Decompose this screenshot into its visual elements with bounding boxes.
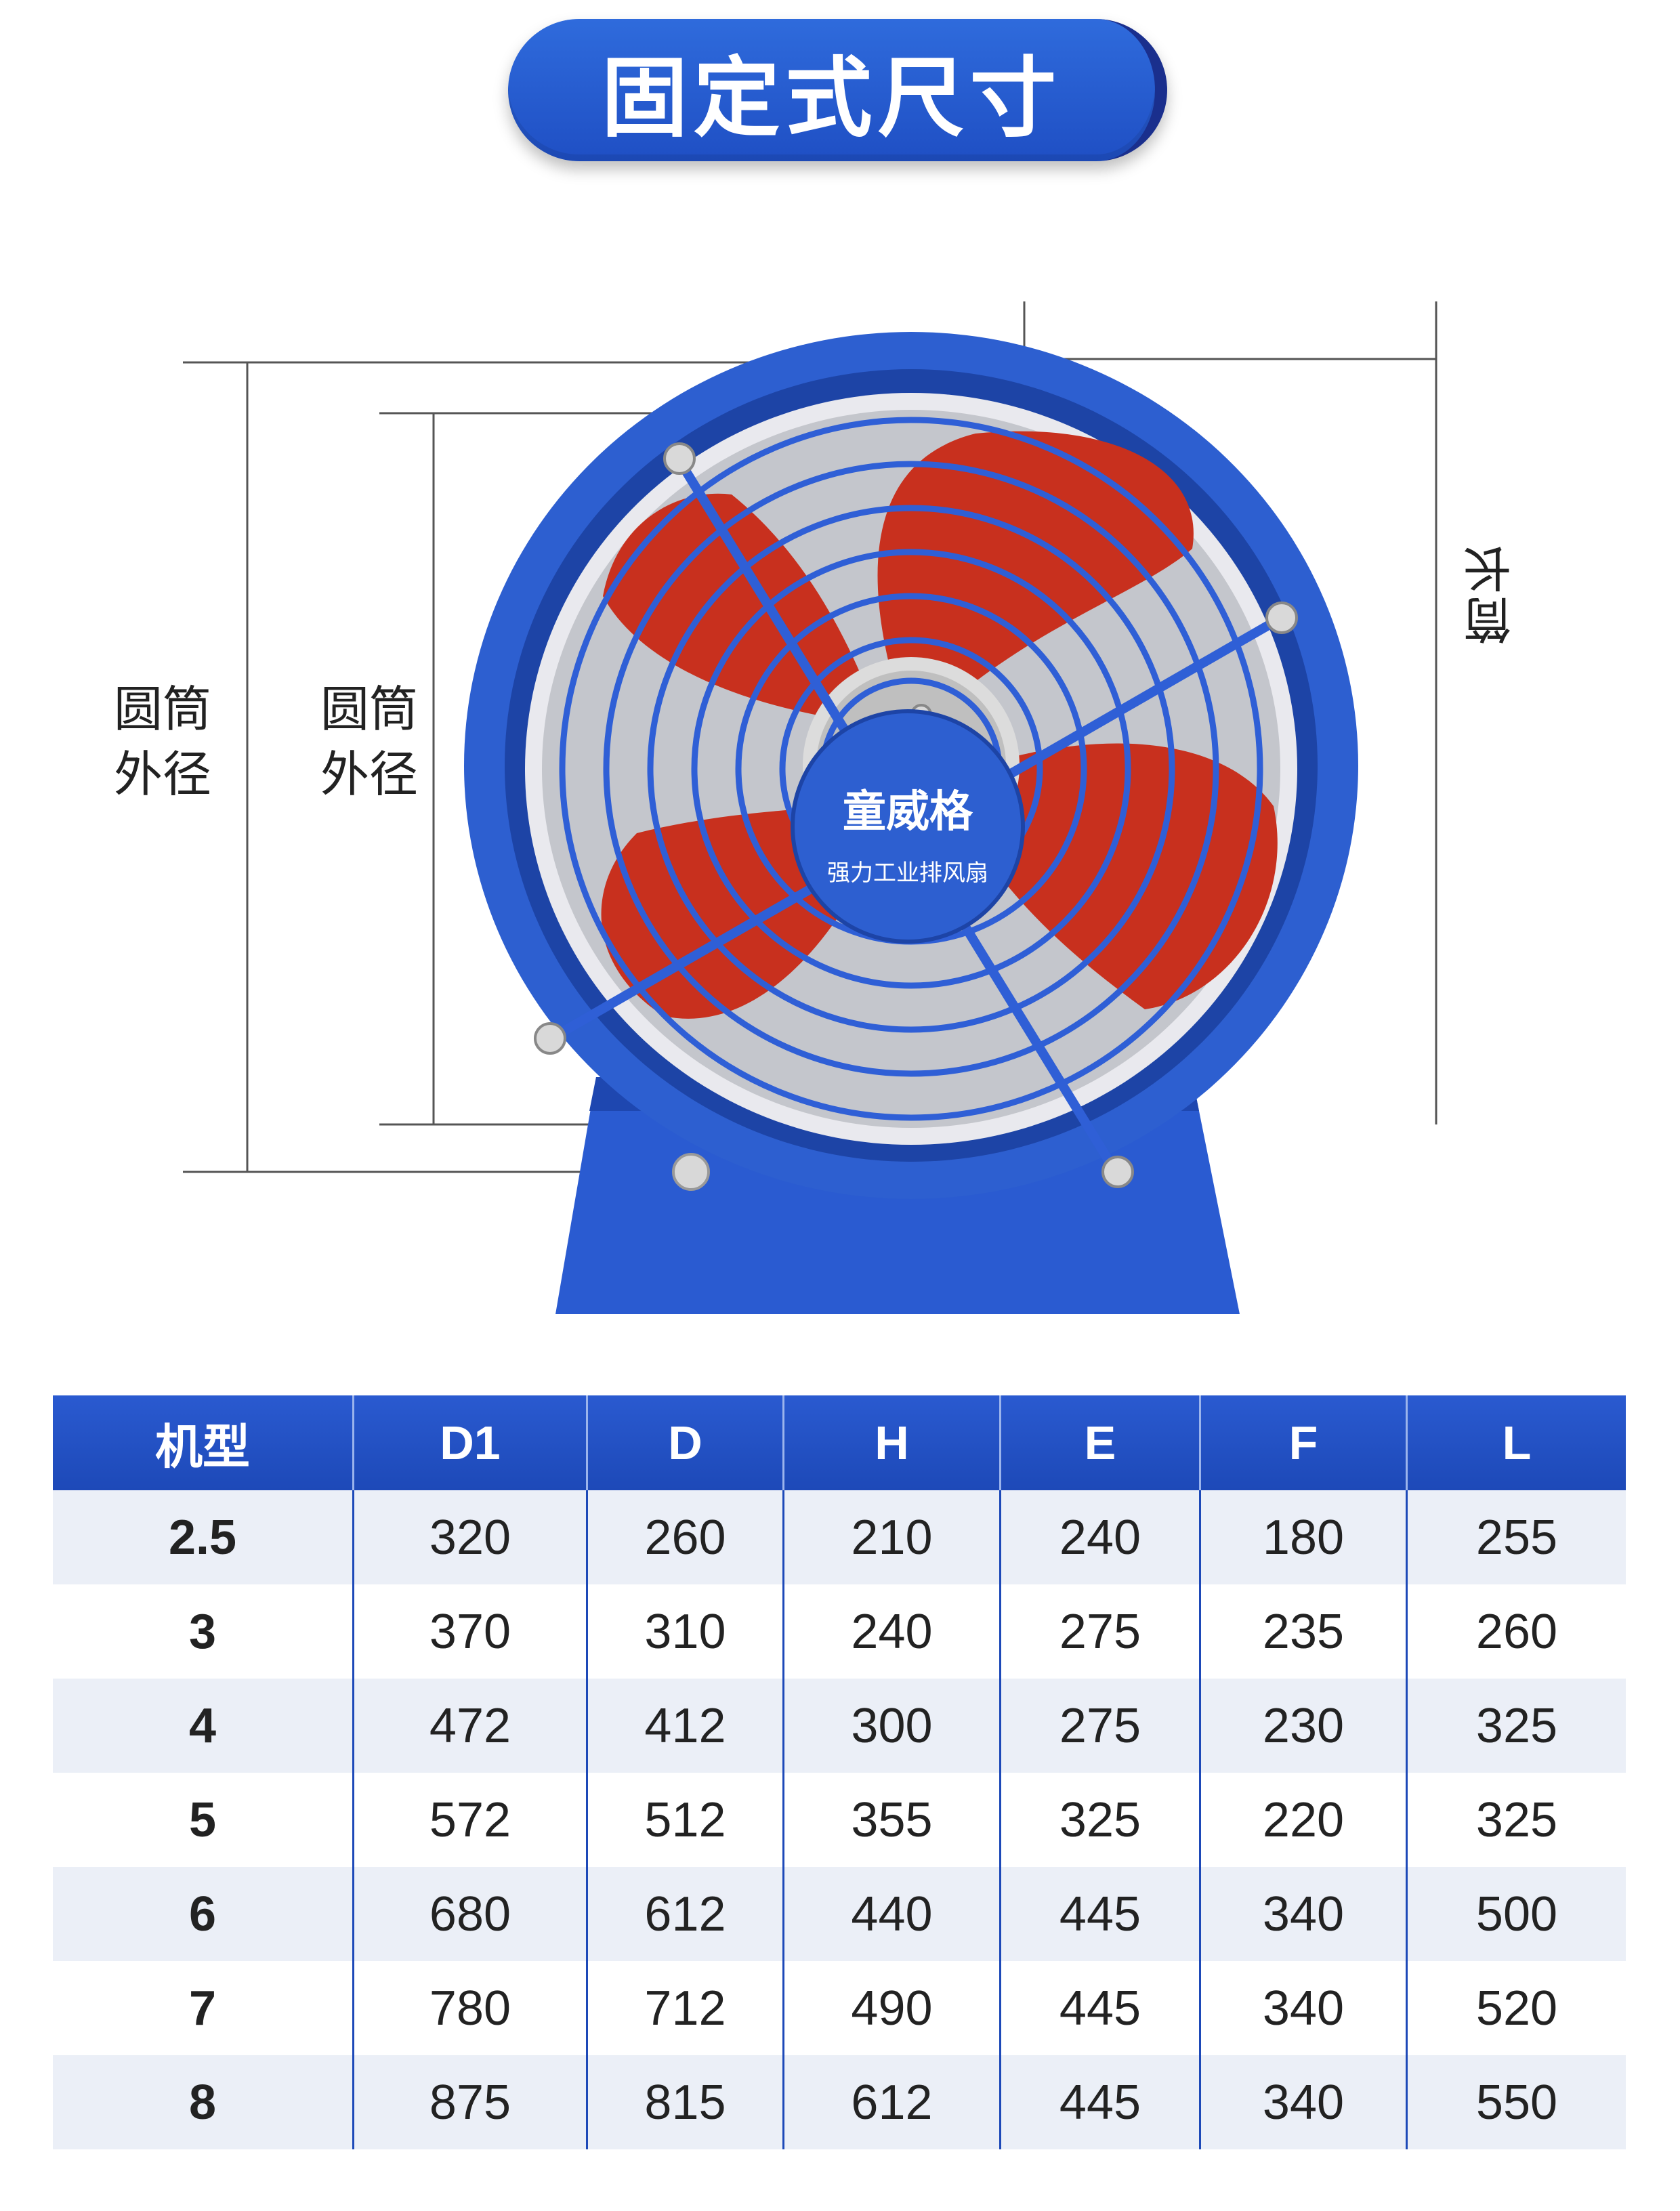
cell-model: 2.5 — [53, 1490, 354, 1584]
cell-d1: 680 — [353, 1867, 588, 1961]
cell-f: 340 — [1200, 1961, 1408, 2055]
table-row: 4 472 412 300 275 230 325 — [53, 1679, 1626, 1773]
cell-e: 325 — [1000, 1773, 1201, 1867]
cell-e: 445 — [1000, 2055, 1201, 2149]
cell-model: 3 — [53, 1584, 354, 1679]
header-d1: D1 — [353, 1395, 588, 1490]
cell-f: 340 — [1200, 1867, 1408, 1961]
cell-h: 490 — [783, 1961, 1001, 2055]
cell-f: 180 — [1200, 1490, 1408, 1584]
cell-d: 260 — [587, 1490, 784, 1584]
cell-l: 550 — [1406, 2055, 1626, 2149]
cell-model: 6 — [53, 1867, 354, 1961]
guard-bolts — [534, 442, 1298, 1188]
cell-e: 445 — [1000, 1961, 1201, 2055]
table-row: 3 370 310 240 275 235 260 — [53, 1584, 1626, 1679]
cell-h: 612 — [783, 2055, 1001, 2149]
table-row: 7 780 712 490 445 340 520 — [53, 1961, 1626, 2055]
cell-f: 230 — [1200, 1679, 1408, 1773]
cell-e: 275 — [1000, 1679, 1201, 1773]
cell-f: 340 — [1200, 2055, 1408, 2149]
cell-e: 275 — [1000, 1584, 1201, 1679]
table-row: 6 680 612 440 445 340 500 — [53, 1867, 1626, 1961]
cell-d: 612 — [587, 1867, 784, 1961]
cell-l: 255 — [1406, 1490, 1626, 1584]
title-banner: 固定式尺寸 — [508, 19, 1167, 161]
cell-d1: 875 — [353, 2055, 588, 2149]
cell-d: 310 — [587, 1584, 784, 1679]
cell-h: 440 — [783, 1867, 1001, 1961]
cell-h: 240 — [783, 1584, 1001, 1679]
cell-l: 500 — [1406, 1867, 1626, 1961]
cell-d1: 370 — [353, 1584, 588, 1679]
table-row: 5 572 512 355 325 220 325 — [53, 1773, 1626, 1867]
cell-d1: 320 — [353, 1490, 588, 1584]
cell-model: 8 — [53, 2055, 354, 2149]
cell-d: 815 — [587, 2055, 784, 2149]
cell-h: 355 — [783, 1773, 1001, 1867]
inner-diameter-label: 圆筒 外径 — [308, 677, 430, 807]
cell-d1: 572 — [353, 1773, 588, 1867]
cell-model: 5 — [53, 1773, 354, 1867]
cell-e: 240 — [1000, 1490, 1201, 1584]
cell-d: 512 — [587, 1773, 784, 1867]
cell-l: 325 — [1406, 1773, 1626, 1867]
cell-l: 260 — [1406, 1584, 1626, 1679]
cell-d1: 780 — [353, 1961, 588, 2055]
inner-diameter-text: 圆筒 外径 — [320, 683, 418, 802]
cell-l: 325 — [1406, 1679, 1626, 1773]
spec-table: 机型 D1 D H E F L 2.5 320 260 210 240 180 … — [53, 1395, 1626, 2149]
header-e: E — [1000, 1395, 1201, 1490]
header-l: L — [1406, 1395, 1626, 1490]
cell-h: 210 — [783, 1490, 1001, 1584]
cell-l: 520 — [1406, 1961, 1626, 2055]
header-f: F — [1200, 1395, 1408, 1490]
cell-d: 712 — [587, 1961, 784, 2055]
table-header-row: 机型 D1 D H E F L — [53, 1395, 1626, 1490]
header-h: H — [783, 1395, 1001, 1490]
cell-d: 412 — [587, 1679, 784, 1773]
cell-f: 235 — [1200, 1584, 1408, 1679]
outer-diameter-label: 圆筒 外径 — [102, 677, 224, 807]
page-title: 固定式尺寸 — [601, 49, 1062, 147]
cell-e: 445 — [1000, 1867, 1201, 1961]
cell-d1: 472 — [353, 1679, 588, 1773]
cell-model: 7 — [53, 1961, 354, 2055]
header-model: 机型 — [53, 1395, 354, 1490]
brand-badge — [791, 709, 1025, 944]
cell-h: 300 — [783, 1679, 1001, 1773]
table-row: 2.5 320 260 210 240 180 255 — [53, 1490, 1626, 1584]
table-row: 8 875 815 612 445 340 550 — [53, 2055, 1626, 2149]
header-d: D — [587, 1395, 784, 1490]
cell-model: 4 — [53, 1679, 354, 1773]
outer-diameter-text: 圆筒 外径 — [113, 683, 211, 802]
fan-illustration: 童威格 强力工业排风扇 — [183, 301, 1437, 1314]
badge-subtitle-text: 强力工业排风扇 — [827, 860, 988, 887]
base-bolt — [672, 1153, 710, 1191]
cell-f: 220 — [1200, 1773, 1408, 1867]
badge-brand-text: 童威格 — [843, 787, 973, 837]
